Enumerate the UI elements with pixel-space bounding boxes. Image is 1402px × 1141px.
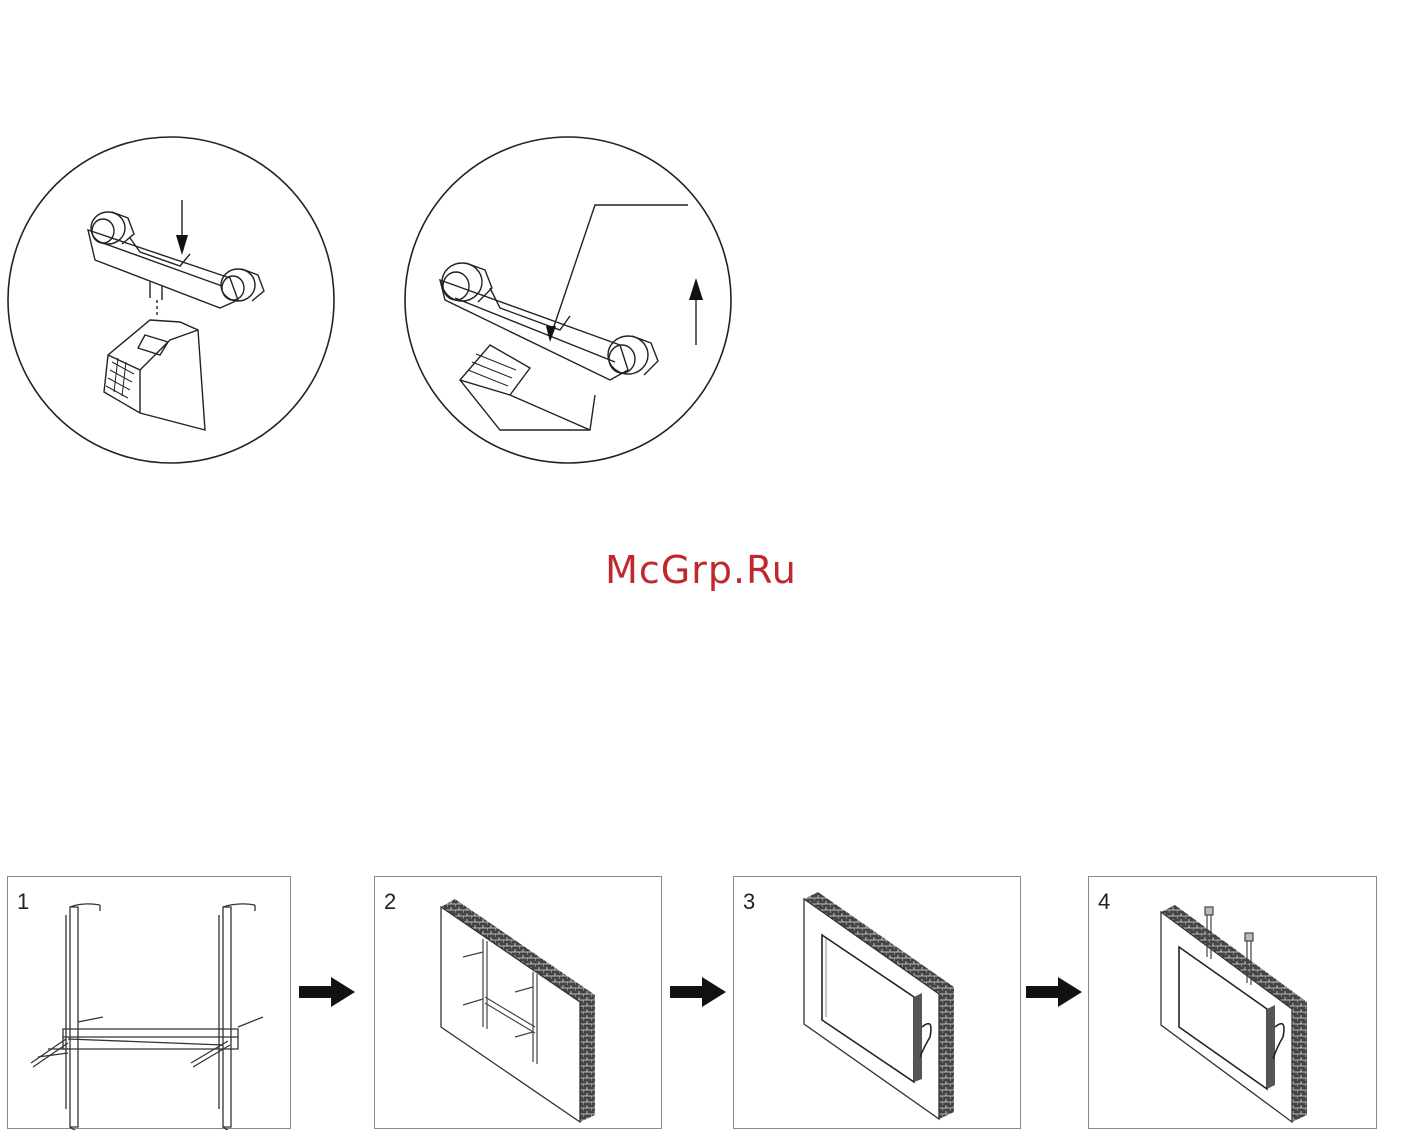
bracket-assembly-drawing <box>8 877 292 1130</box>
heater-on-wall-drawing <box>734 877 1022 1130</box>
step-panel-3: 3 <box>733 876 1021 1129</box>
arrow-right-icon <box>670 977 726 1007</box>
watermark-text: McGrp.Ru <box>0 548 1402 592</box>
detail-figure-left <box>0 130 345 475</box>
step-panel-4: 4 <box>1088 876 1377 1129</box>
heater-mounted-drawing <box>1089 877 1378 1130</box>
arrow-right-icon <box>299 977 355 1007</box>
step-panel-2: 2 <box>374 876 662 1129</box>
wall-drawing <box>375 877 663 1130</box>
detail-figure-right <box>400 130 745 475</box>
arrow-down-icon <box>176 200 188 255</box>
step-panel-1: 1 <box>7 876 291 1129</box>
arrow-up-icon <box>689 278 703 345</box>
arrow-right-icon <box>1026 977 1082 1007</box>
